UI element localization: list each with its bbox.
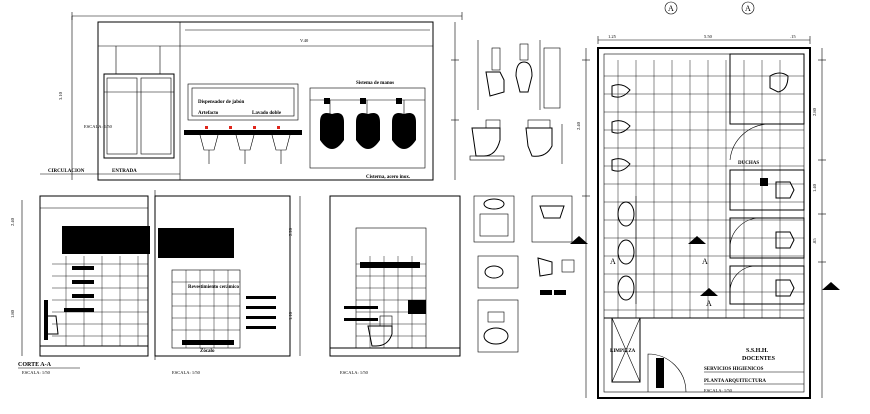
cistern-label: Cisterna, acero inox. (366, 175, 411, 180)
section-right: 2.20 1.10 ESCALA: 1/50 (288, 195, 461, 375)
plan-dim-right-2: 1.40 (812, 183, 817, 192)
section-mid: Revestimiento cerámico Zócalo ESCALA: 1/… (154, 190, 291, 375)
plan-marker-a-left: A (610, 257, 616, 266)
section-dim-2: 1.80 (10, 309, 15, 318)
section-right-scale: ESCALA: 1/50 (340, 370, 369, 375)
plan-title-2: DOCENTES (742, 356, 776, 362)
section-marker-top-left: A (668, 4, 674, 13)
entrance-label: ENTRADA (112, 169, 137, 174)
section-dim-1: 2.40 (10, 217, 15, 226)
cleaning-room-label: LIMPIEZA (610, 349, 636, 354)
plan-dim-right-3: .85 (812, 238, 817, 244)
section-marker-top-right: A (745, 4, 751, 13)
plan-note-3: ESCALA: 1/50 (704, 388, 733, 393)
dispenser-label: Dispensador de jabón (198, 100, 245, 105)
urinal-system-label: Sistema de manos (356, 81, 394, 86)
plan-marker-a-mid: A (702, 257, 708, 266)
fixture-details-bottom (473, 195, 575, 353)
plan-dim-left: 2.40 (576, 121, 581, 130)
plan-note-1: SERVICIOS HIGIENICOS (704, 367, 764, 372)
faucet-label: Lavado doble (252, 111, 282, 116)
plan-dim-top-total: 5.50 (704, 34, 713, 39)
floor-plan: A A 1.25 5.50 .15 (570, 1, 840, 399)
section-left: 2.40 1.80 CORTE A-A ESCALA: 1/50 (10, 195, 150, 375)
wall-finish-label: Revestimiento cerámico (188, 285, 239, 290)
plan-dim-right-1: 2.80 (812, 107, 817, 116)
circulation-label: CIRCULACION (48, 169, 85, 174)
room-label-showers: DUCHAS (738, 161, 759, 166)
baseboard-label: Zócalo (200, 349, 215, 354)
section-right-dim-1: 2.20 (288, 227, 293, 236)
fixture-details-top (469, 40, 563, 164)
scale-label: ESCALA: 1/50 (84, 124, 113, 129)
elevation-width-dim: V.40 (300, 38, 309, 43)
plan-dim-top-left: 1.25 (608, 34, 617, 39)
section-scale: ESCALA: 1/50 (22, 370, 51, 375)
section-title: CORTE A-A (18, 362, 52, 368)
plan-title-1: S.S.H.H. (746, 348, 769, 354)
plan-marker-a-low: A (706, 299, 712, 308)
section-mid-scale: ESCALA: 1/50 (172, 370, 201, 375)
artefact-label: Artefacto (198, 111, 219, 116)
elevation-main: 3.10 V.40 ESCALA: 1/50 CIRCULACION ENTRA… (40, 12, 463, 181)
plan-dim-top-right: .15 (790, 34, 796, 39)
elevation-height-dim: 3.10 (58, 91, 63, 100)
section-right-dim-2: 1.10 (288, 311, 293, 320)
plan-note-2: PLANTA ARQUITECTURA (704, 379, 766, 384)
